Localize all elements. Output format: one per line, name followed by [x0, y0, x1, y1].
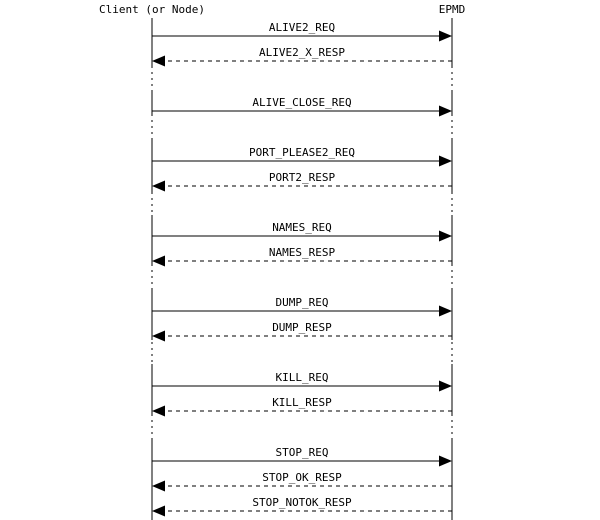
actor-label-client: Client (or Node) — [99, 3, 205, 16]
actor-label-group: Client (or Node) EPMD — [99, 3, 465, 16]
message-port-please2-req: PORT_PLEASE2_REQ — [152, 146, 452, 167]
message-label: KILL_RESP — [272, 396, 332, 409]
message-names-resp: NAMES_RESP — [152, 246, 452, 267]
message-names-req: NAMES_REQ — [152, 221, 452, 242]
message-label: PORT2_RESP — [269, 171, 336, 184]
message-arrowhead — [439, 105, 452, 117]
message-arrowhead — [439, 305, 452, 317]
message-label: KILL_REQ — [276, 371, 329, 384]
message-arrowhead — [439, 380, 452, 392]
message-label: STOP_NOTOK_RESP — [252, 496, 352, 509]
message-arrowhead — [152, 330, 165, 342]
message-arrowhead — [439, 155, 452, 167]
lifeline-group — [151, 18, 453, 520]
message-arrowhead — [152, 480, 165, 492]
message-label: STOP_OK_RESP — [262, 471, 342, 484]
message-arrowhead — [152, 55, 165, 67]
message-alive-close-req: ALIVE_CLOSE_REQ — [152, 96, 452, 117]
message-label: ALIVE_CLOSE_REQ — [252, 96, 351, 109]
message-label: DUMP_RESP — [272, 321, 332, 334]
message-dump-req: DUMP_REQ — [152, 296, 452, 317]
message-group: ALIVE2_REQ ALIVE2_X_RESP ALIVE_CLOSE_REQ PO… — [152, 21, 452, 517]
message-arrowhead — [152, 505, 165, 517]
message-label: STOP_REQ — [276, 446, 329, 459]
message-label: DUMP_REQ — [276, 296, 329, 309]
message-arrowhead — [439, 230, 452, 242]
message-stop-req: STOP_REQ — [152, 446, 452, 467]
message-label: NAMES_RESP — [269, 246, 336, 259]
actor-label-epmd: EPMD — [439, 3, 466, 16]
message-kill-req: KILL_REQ — [152, 371, 452, 392]
message-arrowhead — [152, 255, 165, 267]
message-label: ALIVE2_REQ — [269, 21, 335, 34]
message-kill-resp: KILL_RESP — [152, 396, 452, 417]
message-arrowhead — [439, 455, 452, 467]
message-alive2-req: ALIVE2_REQ — [152, 21, 452, 42]
message-label: NAMES_REQ — [272, 221, 332, 234]
message-label: PORT_PLEASE2_REQ — [249, 146, 355, 159]
message-arrowhead — [152, 180, 165, 192]
message-arrowhead — [152, 405, 165, 417]
message-arrowhead — [439, 30, 452, 42]
message-stop-notok-resp: STOP_NOTOK_RESP — [152, 496, 452, 517]
message-alive2-x-resp: ALIVE2_X_RESP — [152, 46, 452, 67]
message-port2-resp: PORT2_RESP — [152, 171, 452, 192]
message-dump-resp: DUMP_RESP — [152, 321, 452, 342]
message-stop-ok-resp: STOP_OK_RESP — [152, 471, 452, 492]
message-label: ALIVE2_X_RESP — [259, 46, 345, 59]
